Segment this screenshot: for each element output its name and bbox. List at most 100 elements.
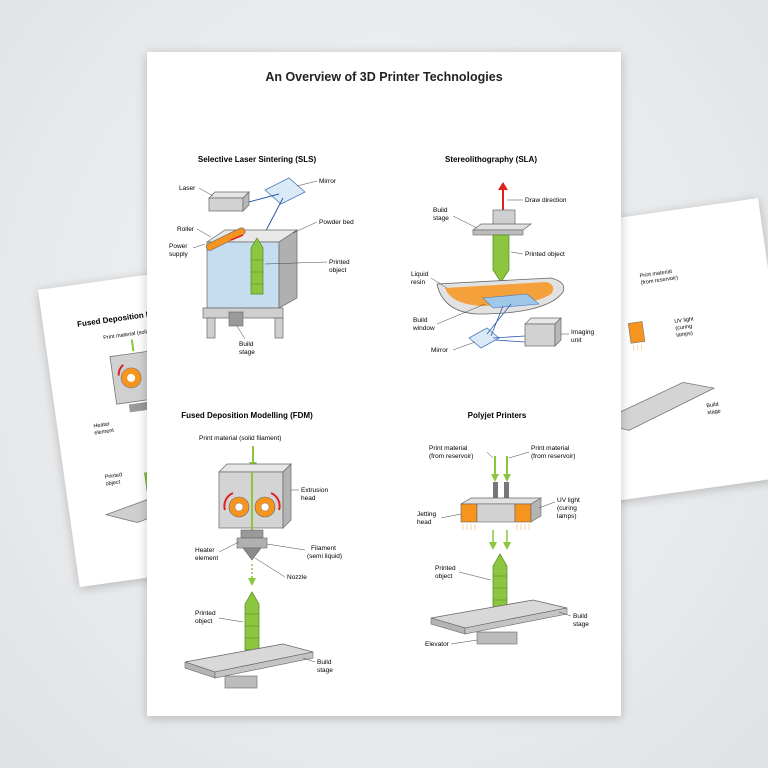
polyjet-build-label-1: Build — [573, 613, 588, 620]
fdm-filament-label-1: Filament — [311, 545, 336, 552]
fdm-heading: Fused Deposition Modelling (FDM) — [181, 411, 313, 420]
sla-draw-arrowhead — [498, 182, 508, 190]
sla-mirror-label: Mirror — [431, 347, 449, 354]
sls-roller-leader — [196, 228, 212, 238]
fdm-extrusion-label-2: head — [301, 495, 316, 502]
fdm-build-label-2: stage — [317, 667, 333, 674]
fdm-filament-leader — [266, 543, 306, 551]
sla-printed-leader — [510, 251, 524, 255]
sla-printed-label: Printed object — [525, 251, 565, 258]
fdm-roller-right-hub — [260, 502, 270, 512]
fdm-heater-label-2: element — [195, 555, 218, 562]
polyjet-head-side — [530, 497, 542, 523]
left-sheet-filament — [130, 339, 135, 352]
right-sheet-uv-label-2: (curing — [675, 324, 692, 332]
polyjet-jetting-label-1: Jetting — [417, 511, 437, 518]
polyjet-panel: Polyjet Printers Print material (from re… — [417, 411, 589, 648]
fdm-extrusion-label-1: Extrusion — [301, 487, 328, 494]
polyjet-uv-lamp-right — [514, 503, 532, 523]
sls-printed-object — [250, 237, 264, 295]
fdm-build-stage-front — [214, 651, 314, 679]
sls-roller-arrow — [230, 234, 244, 241]
sls-power-label-1: Power — [169, 243, 188, 250]
polyjet-mat-left-label-2: (from reservoir) — [429, 453, 473, 460]
polyjet-uv-label-3: lamps) — [557, 513, 577, 520]
sla-imaging-unit — [524, 323, 556, 347]
sls-printed-leader — [264, 261, 328, 265]
polyjet-jetting-leader — [440, 513, 462, 519]
fdm-build-label-1: Build — [317, 659, 332, 666]
sls-laser-side — [242, 191, 250, 212]
polyjet-nozzle-tube-right — [504, 482, 509, 504]
sla-window-leader — [436, 303, 486, 325]
polyjet-uv-label-2: (curing — [557, 505, 577, 512]
polyjet-elevator-label: Elevator — [425, 641, 450, 648]
polyjet-heading: Polyjet Printers — [468, 411, 527, 420]
polyjet-jet-right-arrowhead — [503, 542, 511, 550]
polyjet-build-label-2: stage — [573, 621, 589, 628]
sls-panel: Selective Laser Sintering (SLS) Laser Mi… — [169, 155, 354, 356]
sls-laser — [208, 197, 244, 212]
sla-build-block — [492, 209, 516, 227]
sls-build-leader — [236, 325, 246, 340]
left-sheet-heater-label-1: Heater — [93, 421, 110, 429]
sls-laser-leader — [198, 187, 214, 197]
left-sheet-heater-label-2: element — [94, 428, 115, 437]
sla-heading: Stereolithography (SLA) — [445, 155, 537, 164]
sla-resin-label-2: resin — [411, 279, 425, 286]
sls-powder-leader — [292, 221, 318, 234]
sls-laser-label: Laser — [179, 185, 196, 192]
fdm-filament-label-2: (semi liquid) — [307, 553, 342, 560]
left-sheet-rotation-arrow — [117, 364, 124, 376]
polyjet-jetting-head — [476, 503, 516, 523]
sla-printed-object — [492, 234, 510, 283]
polyjet-nozzle-tube-left — [493, 482, 498, 504]
fdm-stream-arrowhead — [248, 578, 256, 586]
sls-heading: Selective Laser Sintering (SLS) — [198, 155, 317, 164]
fdm-roller-left-hub — [234, 502, 244, 512]
polyjet-mat-left-leader — [486, 451, 494, 459]
sla-resin-label-1: Liquid — [411, 271, 429, 278]
fdm-heater-leader — [218, 541, 240, 553]
sls-printed-label-1: Printed — [329, 259, 350, 266]
sls-mirror-label: Mirror — [319, 178, 337, 185]
page-title: An Overview of 3D Printer Technologies — [265, 70, 502, 84]
sla-build-stage — [471, 223, 533, 231]
sls-build-label-1: Build — [239, 341, 254, 348]
fdm-nozzle-leader — [254, 557, 286, 578]
polyjet-feed-left-arrowhead — [491, 474, 499, 482]
sla-draw-label: Draw direction — [525, 197, 567, 204]
fdm-heater-element — [240, 529, 264, 539]
sla-panel: Stereolithography (SLA) Draw direction B… — [411, 155, 595, 354]
polyjet-printed-object — [492, 553, 508, 613]
right-sheet-uv-label-3: lamps) — [676, 331, 693, 339]
right-sheet-uv-label-1: UV light — [674, 316, 694, 325]
right-sheet-build-label-1: Build — [706, 402, 719, 410]
right-sheet-build-label-2: stage — [707, 408, 721, 416]
sls-power-leader — [192, 243, 206, 249]
sls-powder-bed-label: Powder bed — [319, 219, 354, 226]
polyjet-mat-left-label-1: Print material — [429, 445, 468, 452]
polyjet-elevator — [476, 631, 518, 645]
sls-enclosure-side — [278, 229, 298, 309]
polyjet-printed-label-2: object — [435, 573, 453, 580]
polyjet-mat-right-label-2: (from reservoir) — [531, 453, 575, 460]
polyjet-object-bands — [493, 575, 507, 601]
polyjet-jet-left-arrowhead — [489, 542, 497, 550]
fdm-head-top — [218, 463, 292, 473]
sla-imaging-side — [554, 317, 562, 347]
fdm-rotation-arrow-left — [223, 492, 234, 511]
sla-imaging-label-1: Imaging — [571, 329, 595, 336]
sls-roller — [205, 227, 246, 251]
sls-beam-1 — [248, 193, 280, 203]
polyjet-build-stage-front — [464, 607, 568, 635]
main-sheet-diagram: An Overview of 3D Printer Technologies S… — [169, 70, 595, 689]
polyjet-feed-right-arrowhead — [503, 474, 511, 482]
sla-window-label-1: Build — [413, 317, 428, 324]
polyjet-mat-right-label-1: Print material — [531, 445, 570, 452]
polyjet-mat-right-leader — [508, 451, 530, 459]
polyjet-jetting-label-2: head — [417, 519, 432, 526]
left-sheet-roller-hub — [127, 373, 136, 382]
sla-imaging-label-2: unit — [571, 337, 582, 344]
fdm-rotation-arrow-right — [270, 492, 281, 511]
